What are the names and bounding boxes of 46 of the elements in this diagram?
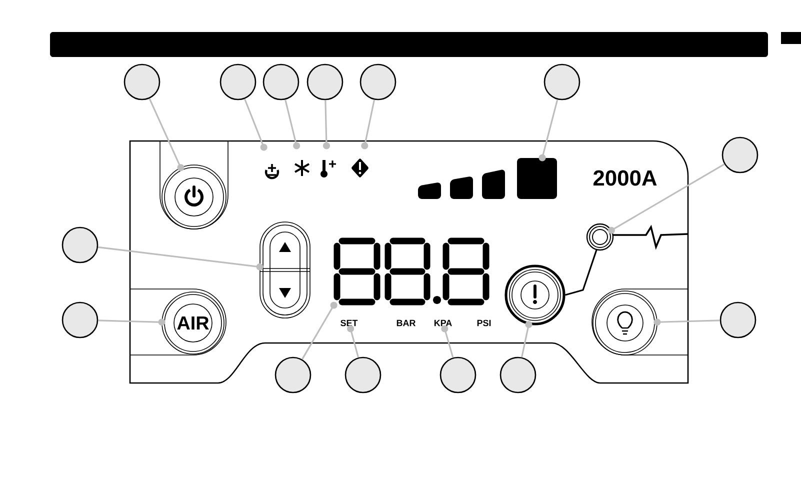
leader-line bbox=[98, 318, 166, 326]
unit-label: KPA bbox=[434, 320, 452, 326]
up-down-button bbox=[260, 222, 310, 318]
model-label: 2000A bbox=[593, 170, 657, 186]
callout-circle bbox=[220, 64, 256, 100]
leader-line bbox=[148, 98, 184, 172]
leader-line bbox=[301, 302, 338, 360]
refresh-icon bbox=[264, 163, 280, 180]
leader-line bbox=[98, 246, 264, 270]
callout-circle bbox=[344, 356, 382, 394]
wire-line bbox=[564, 249, 598, 296]
leader-line bbox=[654, 318, 720, 326]
leader-line bbox=[244, 98, 268, 151]
leader-line bbox=[521, 321, 532, 358]
leader-line bbox=[323, 100, 330, 150]
callout-circle bbox=[544, 64, 580, 100]
callout-circle bbox=[500, 356, 536, 394]
leader-line bbox=[441, 325, 454, 358]
leader-line bbox=[284, 99, 300, 150]
unit-label: BAR bbox=[396, 320, 416, 326]
callout-circle bbox=[720, 302, 756, 338]
alert-button bbox=[504, 264, 566, 326]
segment-display bbox=[334, 238, 490, 306]
callout-circle bbox=[62, 302, 98, 338]
leader-line bbox=[538, 99, 558, 162]
leader-line bbox=[608, 163, 725, 234]
callout-circle bbox=[274, 356, 312, 394]
callout-circle bbox=[62, 226, 98, 264]
indicator-ring bbox=[586, 223, 614, 251]
unit-label: SET bbox=[340, 320, 358, 326]
unit-label: PSI bbox=[477, 320, 491, 326]
light-button bbox=[592, 290, 658, 356]
signal-meter-drawing bbox=[418, 158, 557, 199]
callout-circle bbox=[440, 356, 476, 394]
leader-line bbox=[347, 325, 360, 358]
air-button: AIR bbox=[162, 292, 224, 354]
warning-icon bbox=[352, 158, 368, 178]
callout-circle bbox=[124, 64, 160, 100]
leader-line bbox=[361, 100, 376, 150]
callout-circle bbox=[306, 64, 344, 100]
callout-circle bbox=[722, 136, 758, 174]
snowflake-icon bbox=[294, 159, 310, 177]
callout-circle bbox=[360, 64, 396, 100]
power-button bbox=[162, 164, 226, 230]
thermometer-icon bbox=[320, 160, 337, 178]
callout-circle bbox=[262, 64, 300, 100]
